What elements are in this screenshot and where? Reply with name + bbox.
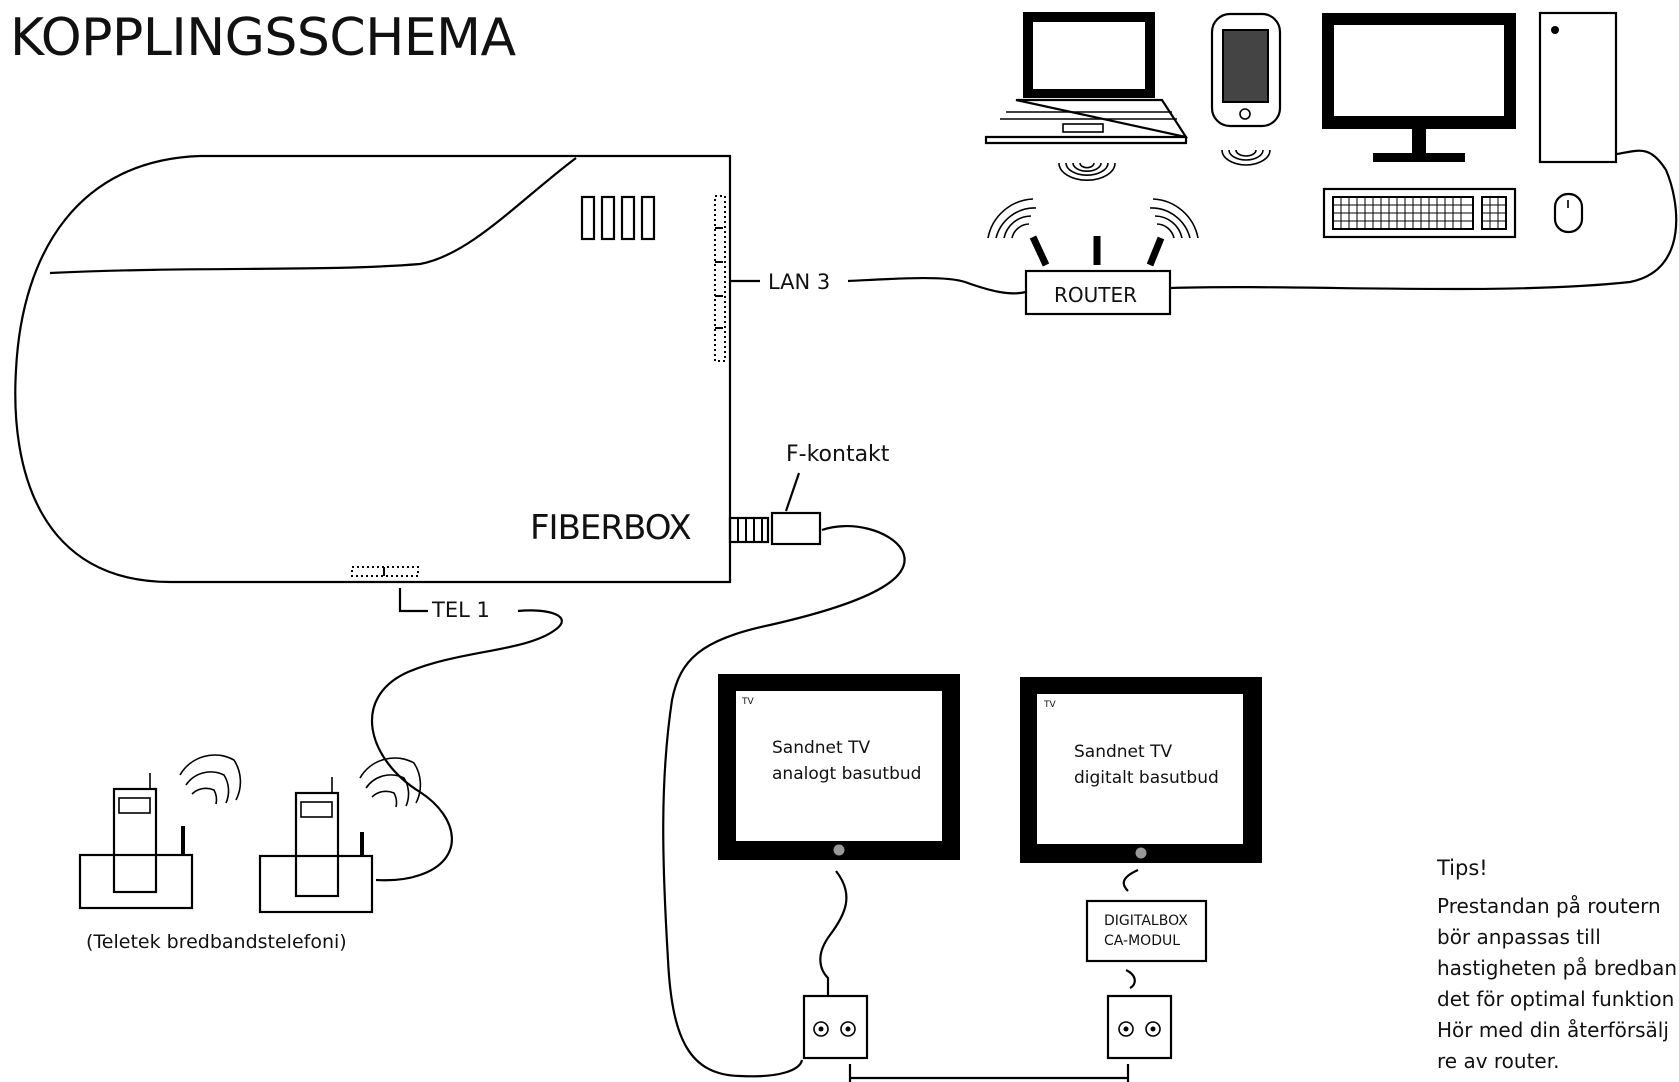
wall-outlet-2 (1106, 994, 1173, 1060)
digitalbox-line-2: CA-MODUL (1104, 933, 1181, 949)
fiberbox-led-indicators (580, 195, 656, 241)
tv-analog (718, 674, 960, 860)
tv-digital-line-2: digitalt basutbud (1074, 768, 1219, 788)
digitalbox-line-1: DIGITALBOX (1104, 913, 1188, 929)
digitalbox-label: DIGITALBOX CA-MODUL (1104, 911, 1188, 951)
tips-line: hastigheten på bredban (1437, 956, 1678, 980)
tv-analog-cable (819, 870, 848, 995)
router (987, 198, 1199, 316)
f-connector-label: F-kontakt (786, 442, 890, 467)
tel-port-label: TEL 1 (432, 598, 490, 622)
desktop-monitor-icon (1322, 13, 1516, 162)
laptop-icon (984, 12, 1189, 145)
tv-digital-screen-text: Sandnet TV digitalt basutbud (1074, 739, 1219, 791)
tel-port (351, 566, 419, 577)
router-wifi-left-icon (987, 198, 1037, 239)
phone-wifi-icon (1221, 149, 1271, 166)
tv-analog-screen-text: Sandnet TV analogt basutbud (772, 735, 921, 787)
tips-title: Tips! (1437, 856, 1488, 880)
router-label: ROUTER (1054, 283, 1138, 307)
mouse-icon (1553, 192, 1584, 234)
outlet-link-cable (848, 1064, 1130, 1082)
tips-line: Prestandan på routern (1437, 894, 1661, 918)
f-connector (770, 472, 822, 546)
keyboard-icon (1322, 187, 1517, 239)
fiberbox-unit (14, 154, 770, 584)
tips-line: det för optimal funktion (1437, 987, 1675, 1011)
phone-2-wifi-icon (359, 757, 422, 808)
tips-line: bör anpassas till (1437, 925, 1601, 949)
coax-cable (662, 525, 906, 1078)
tv-analog-tag: TV (742, 697, 754, 707)
phone-1-wifi-icon (179, 754, 242, 805)
tv-digital (1020, 677, 1262, 863)
fiberbox-label: FIBERBOX (530, 508, 692, 548)
tips-line: re av router. (1437, 1049, 1560, 1073)
tv-analog-line-1: Sandnet TV (772, 738, 871, 758)
digitalbox-unit (1085, 899, 1208, 963)
tv-digital-cable (1122, 868, 1139, 892)
lan-ports (714, 195, 726, 362)
computer-tower-icon (1538, 11, 1618, 164)
cordless-phone-2 (258, 777, 374, 914)
digitalbox-cable (1125, 969, 1136, 989)
tv-analog-line-2: analogt basutbud (772, 764, 922, 784)
coax-port (728, 516, 770, 544)
page-title: KOPPLINGSSCHEMA (10, 8, 516, 68)
wall-outlet-1 (802, 994, 869, 1060)
phones-caption: (Teletek bredbandstelefoni) (86, 931, 347, 953)
laptop-wifi-icon (1058, 162, 1116, 182)
tips-line: Hör med din återförsälj (1437, 1018, 1669, 1042)
lan-cable (731, 276, 1027, 295)
tel-cable (370, 588, 563, 882)
tv-digital-line-1: Sandnet TV (1074, 742, 1173, 762)
tv-digital-tag: TV (1044, 700, 1056, 710)
router-wifi-right-icon (1149, 198, 1199, 239)
smartphone-icon (1210, 12, 1282, 128)
tips-body: Prestandan på routern bör anpassas till … (1437, 891, 1677, 1077)
router-computer-cable (1170, 149, 1678, 291)
lan-port-label: LAN 3 (768, 270, 831, 294)
cordless-phone-1 (78, 773, 194, 910)
